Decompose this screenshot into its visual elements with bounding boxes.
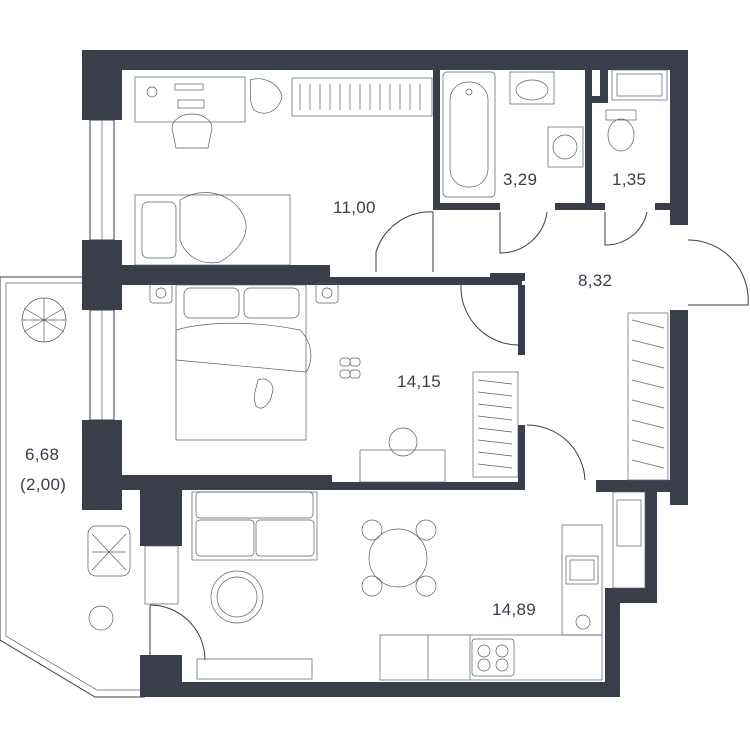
walls	[82, 50, 688, 697]
bathroom-fixtures	[442, 69, 668, 198]
room-area-bedroom-small: 11,00	[333, 198, 376, 217]
room-area-toilet: 1,35	[612, 170, 647, 189]
room-area-balcony-reduced: (2,00)	[20, 475, 67, 494]
balcony-furniture	[21, 297, 179, 631]
room-area-hallway: 8,32	[578, 271, 613, 290]
balcony-outline	[0, 276, 145, 698]
room-area-bedroom-large: 14,15	[397, 372, 442, 391]
living-furniture	[191, 491, 646, 681]
doors	[149, 211, 749, 661]
large-bedroom-furniture	[149, 282, 519, 483]
small-bedroom-furniture	[134, 76, 433, 266]
room-area-bathroom: 3,29	[503, 170, 538, 189]
room-area-kitchen-living: 14,89	[492, 600, 537, 619]
hallway-wardrobe	[627, 312, 669, 481]
room-area-balcony: 6,68	[25, 445, 60, 464]
